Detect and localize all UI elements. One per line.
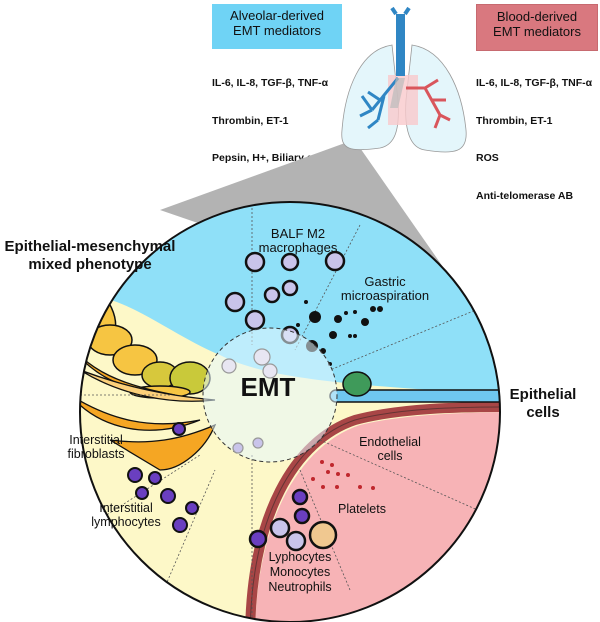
interstitial-lymphocytes (127, 422, 199, 533)
endothelial-label-1: Endothelial (359, 435, 421, 449)
epithelial-cell-green (342, 371, 372, 397)
alveolar-title-line2: EMT mediators (233, 23, 321, 38)
lymphocytes-label-2: lymphocytes (91, 515, 160, 529)
gastric-label-1: Gastric (364, 274, 406, 289)
fibroblasts-label-1: Interstitial (69, 433, 123, 447)
emt-zone (202, 327, 338, 463)
blood-mediator-list: IL-6, IL-8, TGF-β, TNF-α Thrombin, ET-1 … (476, 52, 592, 215)
blood-cells (248, 488, 338, 552)
trachea (396, 14, 405, 76)
mediator-item: IL-6, IL-8, TGF-β, TNF-α (212, 77, 329, 89)
macrophages (224, 250, 346, 345)
blood-cells-label-1: Lyphocytes (269, 550, 332, 564)
lungs-illustration (341, 6, 467, 153)
mediator-item: Anti-telomerase AB (476, 189, 574, 202)
emp-label-2: mixed phenotype (28, 256, 151, 273)
alveolar-mediators-title: Alveolar-derived EMT mediators (212, 4, 342, 49)
mediator-item: Thrombin, ET-1 (476, 114, 553, 127)
epithelial-label-1: Epithelial (510, 386, 577, 403)
mediator-item: IL-6, IL-8, TGF-β, TNF-α (476, 77, 593, 89)
emp-label-1: Epithelial-mesenchymal (5, 238, 176, 255)
blood-mediators-title: Blood-derived EMT mediators (476, 4, 598, 51)
lymphocytes-label-1: Interstitial (99, 501, 153, 515)
platelets-label: Platelets (338, 502, 386, 516)
blood-title-line2: EMT mediators (493, 24, 581, 39)
platelets (311, 460, 375, 490)
balf-label-1: BALF M2 (271, 226, 325, 241)
mediator-item: Thrombin, ET-1 (212, 114, 289, 127)
endothelial-label-2: cells (377, 449, 402, 463)
blood-cells-label-3: Neutrophils (268, 580, 331, 594)
balf-label-2: macrophages (259, 240, 338, 255)
gastric-label-2: microaspiration (341, 288, 429, 303)
main-circle-outline (79, 201, 501, 622)
mediator-item: ROS (476, 152, 499, 164)
epithelial-label-2: cells (526, 404, 559, 421)
blood-title-line1: Blood-derived (496, 9, 578, 24)
alveolar-title-line1: Alveolar-derived (230, 8, 324, 23)
fibroblasts-label-2: fibroblasts (68, 447, 125, 461)
blood-cells-label-2: Monocytes (270, 565, 330, 579)
fibroblasts (80, 344, 217, 471)
emt-label: EMT (241, 372, 296, 402)
